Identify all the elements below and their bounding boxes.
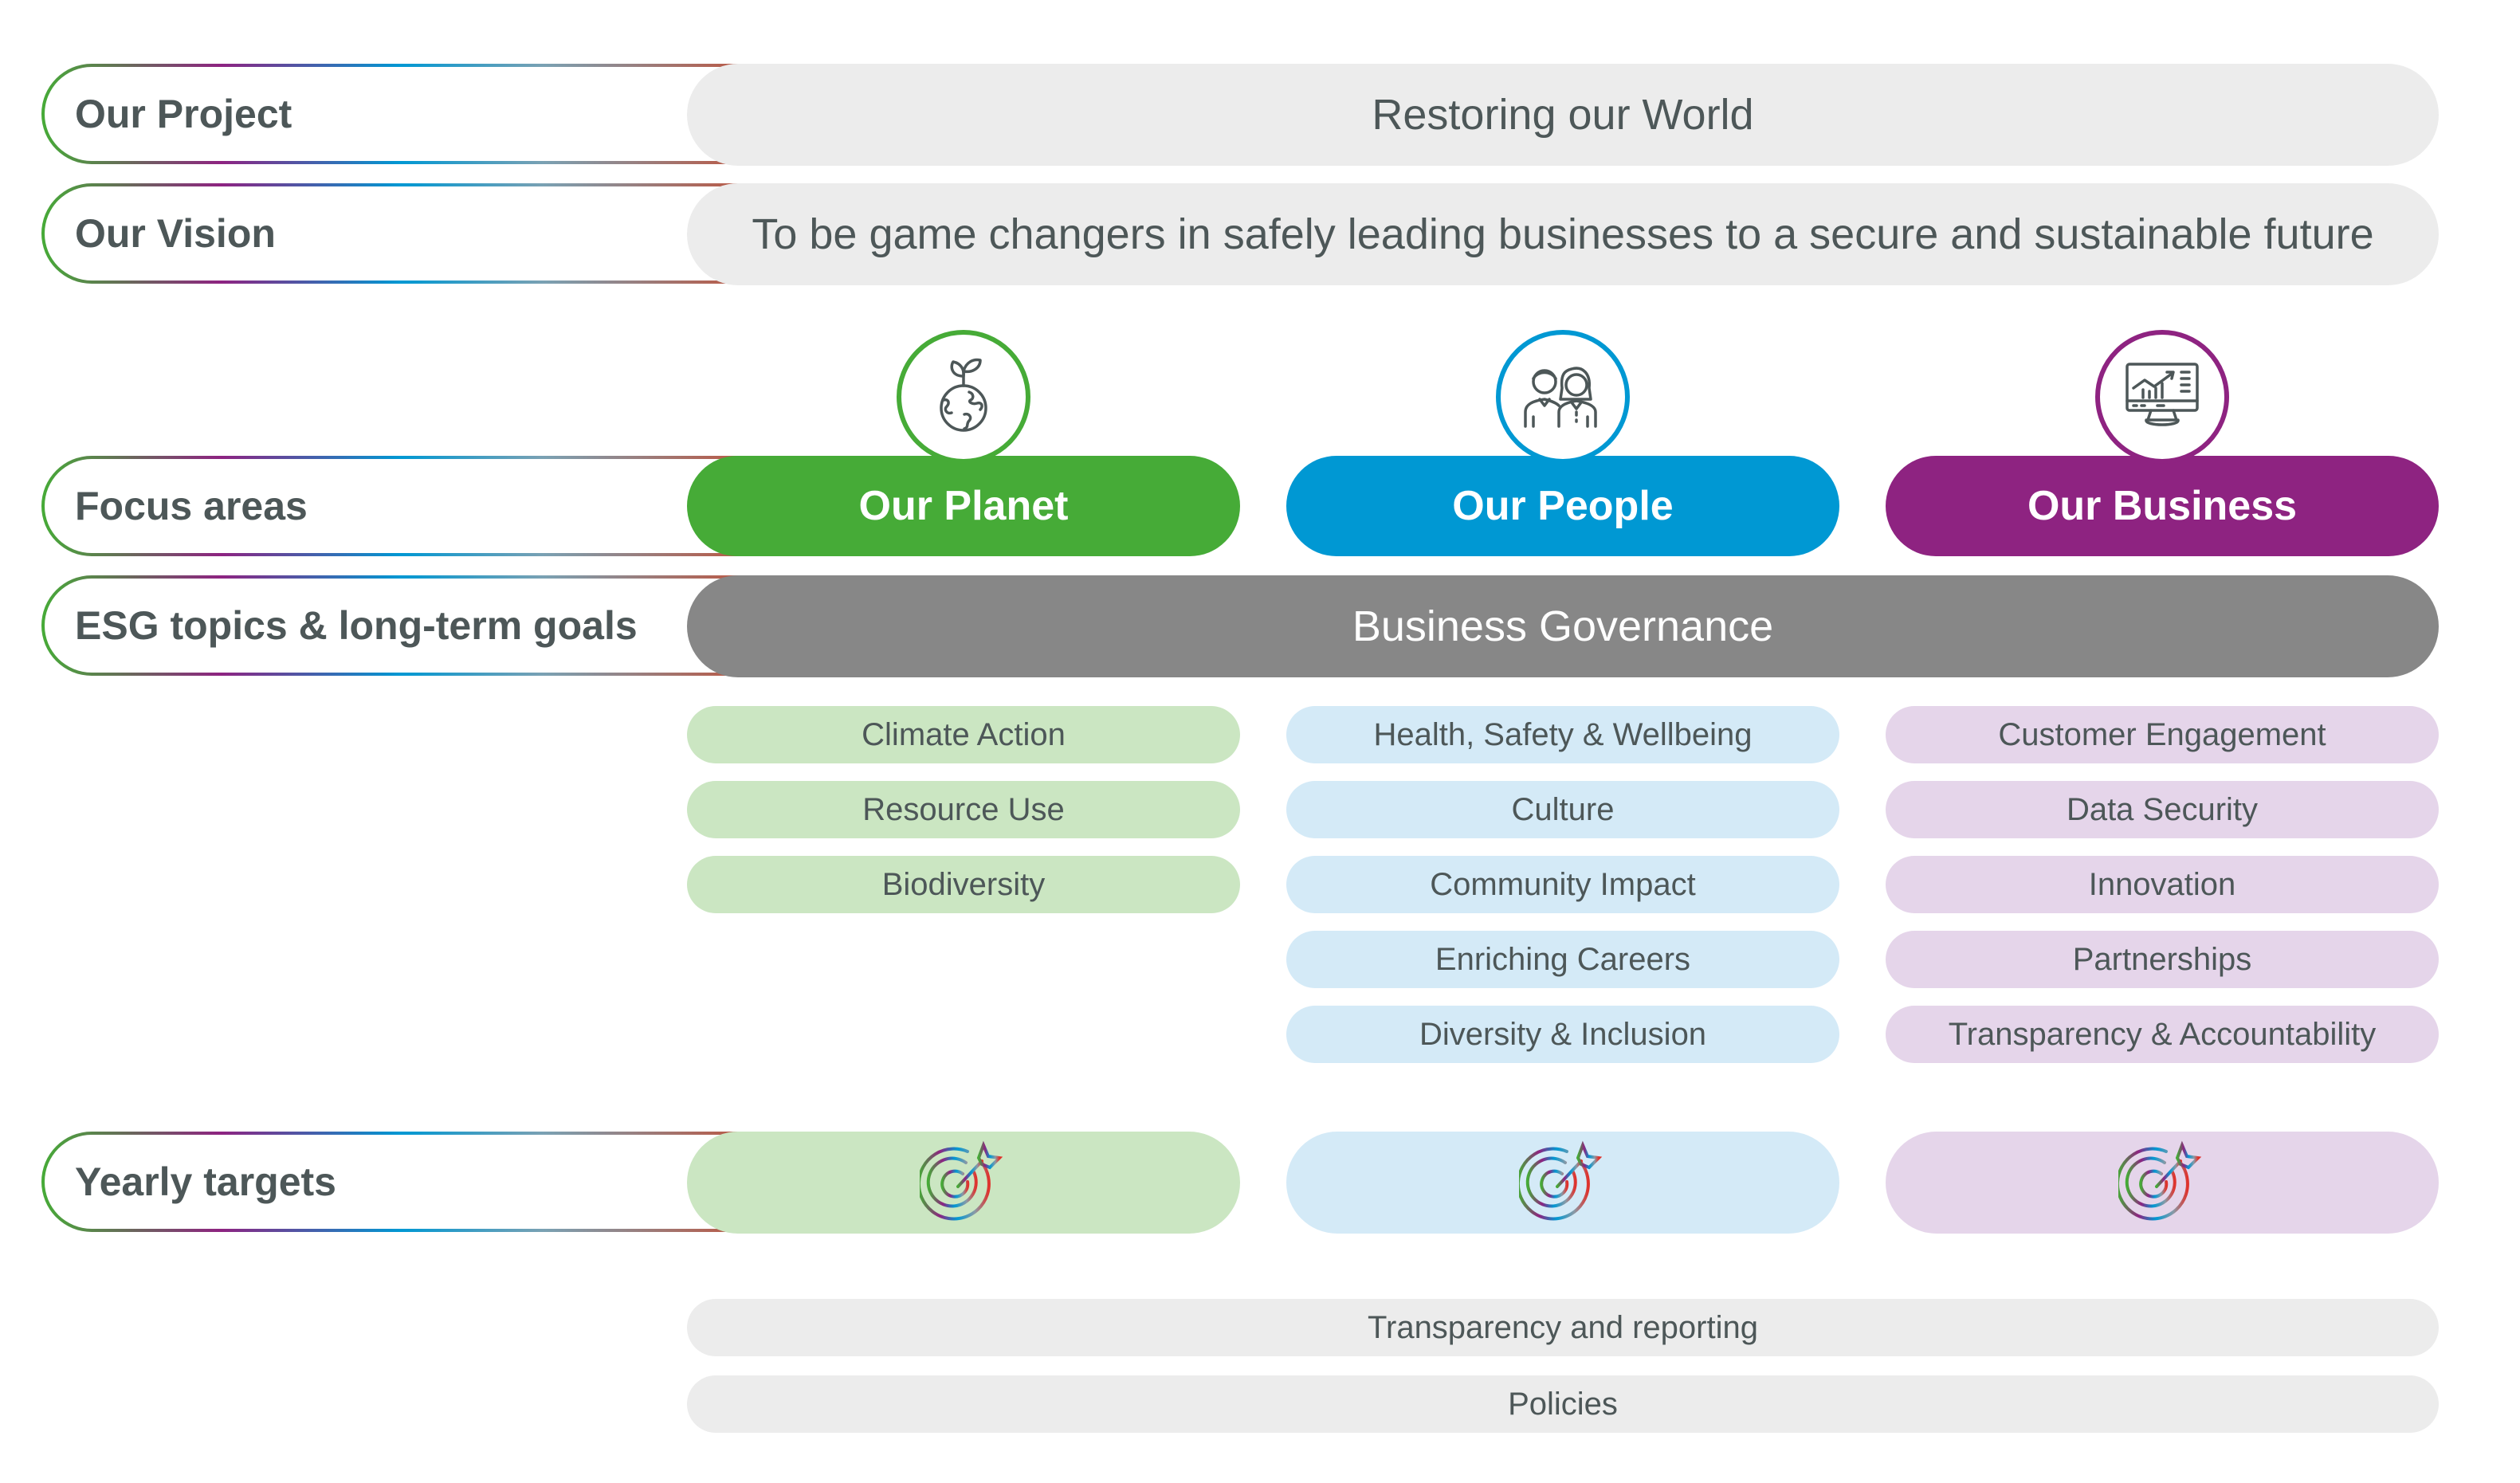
topic-pill: Customer Engagement (1886, 706, 2439, 763)
target-icon (920, 1140, 1003, 1221)
label-text: Yearly targets (75, 1159, 336, 1204)
topic-label: Transparency & Accountability (1948, 1016, 2377, 1052)
topic-label: Enriching Careers (1435, 941, 1691, 977)
topic-pill: Resource Use (687, 781, 1240, 838)
focus-area-title: Our Business (2027, 483, 2298, 529)
topic-pill: Data Security (1886, 781, 2439, 838)
topic-pill: Enriching Careers (1286, 931, 1839, 988)
project-bar: Restoring our World (687, 64, 2439, 166)
topic-label: Health, Safety & Wellbeing (1373, 716, 1753, 752)
people-icon (1519, 359, 1607, 435)
reporting-text: Transparency and reporting (1368, 1309, 1758, 1345)
planet-sprout-icon (928, 355, 999, 439)
topic-pill: Transparency & Accountability (1886, 1006, 2439, 1063)
policies-text: Policies (1508, 1386, 1618, 1422)
row-label-vision: Our Vision (41, 183, 759, 284)
topic-label: Community Impact (1430, 866, 1696, 902)
topic-label: Biodiversity (881, 866, 1046, 902)
focus-area-title: Our Planet (858, 483, 1069, 529)
policies-bar: Policies (687, 1375, 2439, 1433)
focus-icon-circle (897, 330, 1030, 464)
label-text: ESG topics & long-term goals (75, 603, 638, 648)
topic-label: Resource Use (862, 791, 1065, 827)
target-icon (2118, 1140, 2202, 1221)
topic-label: Culture (1511, 791, 1615, 827)
vision-text: To be game changers in safely leading bu… (752, 210, 2374, 258)
topic-pill: Innovation (1886, 856, 2439, 913)
topic-label: Diversity & Inclusion (1419, 1016, 1707, 1052)
yearly-target-box (1886, 1132, 2439, 1234)
row-label-focus: Focus areas (41, 456, 759, 556)
yearly-target-box (1286, 1132, 1839, 1234)
focus-area-our-planet: Our Planet (687, 456, 1240, 556)
topic-label: Customer Engagement (1998, 716, 2326, 752)
topic-pill: Diversity & Inclusion (1286, 1006, 1839, 1063)
governance-text: Business Governance (1352, 602, 1774, 650)
row-label-project: Our Project (41, 64, 759, 164)
label-text: Our Project (75, 92, 292, 136)
vision-bar: To be game changers in safely leading bu… (687, 183, 2439, 285)
governance-bar: Business Governance (687, 575, 2439, 677)
topic-pill: Partnerships (1886, 931, 2439, 988)
reporting-bar: Transparency and reporting (687, 1299, 2439, 1356)
label-text: Focus areas (75, 484, 308, 528)
project-text: Restoring our World (1372, 91, 1754, 139)
topic-pill: Health, Safety & Wellbeing (1286, 706, 1839, 763)
topic-pill: Climate Action (687, 706, 1240, 763)
focus-area-title: Our People (1452, 483, 1674, 529)
target-icon (1519, 1140, 1603, 1221)
focus-area-our-business: Our Business (1886, 456, 2439, 556)
label-text: Our Vision (75, 211, 276, 256)
topic-label: Climate Action (862, 716, 1066, 752)
topic-label: Partnerships (2072, 941, 2252, 977)
business-chart-monitor-icon (2122, 359, 2202, 435)
topic-pill: Biodiversity (687, 856, 1240, 913)
topic-pill: Culture (1286, 781, 1839, 838)
focus-area-our-people: Our People (1286, 456, 1839, 556)
row-label-yearly: Yearly targets (41, 1132, 759, 1232)
topic-pill: Community Impact (1286, 856, 1839, 913)
yearly-target-box (687, 1132, 1240, 1234)
focus-icon-circle (1496, 330, 1630, 464)
topic-label: Innovation (2088, 866, 2236, 902)
row-label-esg: ESG topics & long-term goals (41, 575, 759, 676)
focus-icon-circle (2095, 330, 2229, 464)
topic-label: Data Security (2066, 791, 2259, 827)
